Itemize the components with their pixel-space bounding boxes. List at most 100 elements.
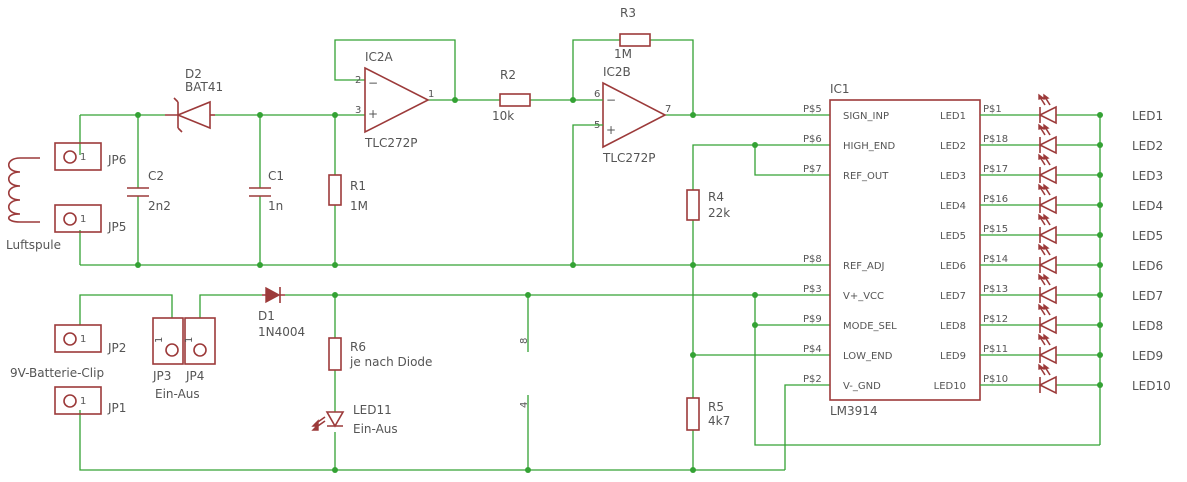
r3-value: 1M bbox=[614, 47, 632, 61]
jp6-pin: 1 bbox=[80, 152, 86, 163]
opamp-ic2a: − + 2 3 1 IC2A TLC272P bbox=[355, 50, 434, 150]
coil-luftspule: Luftspule bbox=[6, 157, 61, 252]
ic1-lm3914: IC1 LM3914 P$5SIGN_INPP$6HIGH_ENDP$7REF_… bbox=[803, 82, 1171, 418]
opamp-ic2b: − + 6 5 7 IC2B TLC272P bbox=[594, 65, 671, 165]
ic1-pin-led10: LED10 bbox=[934, 381, 966, 392]
led-led9 bbox=[1038, 333, 1057, 365]
resistor-r2: R2 10k bbox=[492, 68, 531, 123]
ic1-pin-led8: LED8 bbox=[940, 321, 966, 332]
led-led2 bbox=[1038, 123, 1057, 155]
resistor-r5: R5 4k7 bbox=[686, 397, 730, 431]
ic1-pad-p9: P$9 bbox=[803, 314, 822, 325]
led-led3 bbox=[1038, 153, 1057, 185]
resistor-r3: R3 1M bbox=[614, 6, 651, 61]
c2-label: C2 bbox=[148, 169, 164, 183]
d1-value: 1N4004 bbox=[258, 325, 305, 339]
r4-label: R4 bbox=[708, 190, 724, 204]
led-arrowheads bbox=[1038, 303, 1050, 310]
r1-value: 1M bbox=[350, 199, 368, 213]
led-arrowheads bbox=[1038, 153, 1050, 160]
r5-value: 4k7 bbox=[708, 414, 730, 428]
diode-d2: D2 BAT41 bbox=[165, 67, 223, 133]
ic2-pin4: 4 bbox=[519, 402, 530, 408]
jp5-label: JP5 bbox=[107, 220, 126, 234]
ic2a-label: IC2A bbox=[365, 50, 394, 64]
ic1-pin-led6: LED6 bbox=[940, 261, 966, 272]
r6-label: R6 bbox=[350, 340, 366, 354]
jp6-label: JP6 bbox=[107, 153, 126, 167]
led-symbol bbox=[1038, 375, 1057, 395]
r2-value: 10k bbox=[492, 109, 514, 123]
ic2-power: 8 4 bbox=[519, 338, 530, 408]
ic2a-part: TLC272P bbox=[364, 136, 418, 150]
d2-label: D2 bbox=[185, 67, 202, 81]
diode-d1: D1 1N4004 bbox=[258, 286, 305, 339]
led-label-led1: LED1 bbox=[1132, 109, 1163, 123]
ic2b-plus: + bbox=[606, 123, 616, 137]
ic2b-pin6: 6 bbox=[594, 89, 600, 100]
jumper-jp4: 1 JP4 bbox=[184, 317, 216, 383]
wires bbox=[79, 39, 1101, 471]
ic1-part: LM3914 bbox=[830, 404, 878, 418]
coil-label: Luftspule bbox=[6, 238, 61, 252]
ic1-pad-p14: P$14 bbox=[983, 254, 1008, 265]
d1-label: D1 bbox=[258, 309, 275, 323]
ic1-label: IC1 bbox=[830, 82, 850, 96]
ic2b-label: IC2B bbox=[603, 65, 631, 79]
ic2a-minus: − bbox=[368, 76, 378, 90]
ic1-pad-p17: P$17 bbox=[983, 164, 1008, 175]
ic1-pin-mode-sel: MODE_SEL bbox=[843, 321, 897, 332]
led-label-led5: LED5 bbox=[1132, 229, 1163, 243]
ic2a-pin1: 1 bbox=[428, 89, 434, 100]
c1-value: 1n bbox=[268, 199, 283, 213]
resistor-r4: R4 22k bbox=[686, 189, 730, 221]
jumper-jp2: 1 JP2 bbox=[54, 324, 126, 355]
led-label-led8: LED8 bbox=[1132, 319, 1163, 333]
ic1-pin-led5: LED5 bbox=[940, 231, 966, 242]
jp1-pin: 1 bbox=[80, 396, 86, 407]
led-symbol bbox=[1038, 225, 1057, 245]
r2-label: R2 bbox=[500, 68, 516, 82]
led-led6 bbox=[1038, 243, 1057, 275]
jp2-pin: 1 bbox=[80, 334, 86, 345]
ic1-pin-led7: LED7 bbox=[940, 291, 966, 302]
led-label-led10: LED10 bbox=[1132, 379, 1171, 393]
led-arrowheads bbox=[1038, 93, 1050, 100]
led-led11: LED11 Ein-Aus bbox=[311, 403, 398, 436]
r4-value: 22k bbox=[708, 206, 730, 220]
jumper-jp6: 1 JP6 bbox=[54, 142, 126, 171]
led-label-led7: LED7 bbox=[1132, 289, 1163, 303]
ic1-pad-p13: P$13 bbox=[983, 284, 1008, 295]
ic1-pin-led9: LED9 bbox=[940, 351, 966, 362]
led-label-led9: LED9 bbox=[1132, 349, 1163, 363]
led-arrowheads bbox=[1038, 363, 1050, 370]
capacitor-c1: C1 1n bbox=[249, 169, 284, 213]
led11-value: Ein-Aus bbox=[353, 422, 398, 436]
jp2-label: JP2 bbox=[107, 341, 126, 355]
ic1-pin-v-vcc: V+_VCC bbox=[843, 291, 884, 302]
led-led4 bbox=[1038, 183, 1057, 215]
c2-value: 2n2 bbox=[148, 199, 171, 213]
ic1-left-pins: P$5SIGN_INPP$6HIGH_ENDP$7REF_OUTP$8REF_A… bbox=[803, 104, 897, 392]
led-led5 bbox=[1038, 213, 1057, 245]
led-arrowheads bbox=[1038, 183, 1050, 190]
r3-label: R3 bbox=[620, 6, 636, 20]
c1-label: C1 bbox=[268, 169, 284, 183]
led-led10 bbox=[1038, 363, 1057, 395]
ic1-pad-p18: P$18 bbox=[983, 134, 1008, 145]
led-led8 bbox=[1038, 303, 1057, 335]
ic1-pad-p11: P$11 bbox=[983, 344, 1008, 355]
ic1-pad-p1: P$1 bbox=[983, 104, 1002, 115]
resistor-r1: R1 1M bbox=[328, 174, 368, 213]
jumper-jp3: 1 JP3 bbox=[152, 317, 184, 383]
led-symbol bbox=[1038, 345, 1057, 365]
led-symbol bbox=[1038, 315, 1057, 335]
led11-label: LED11 bbox=[353, 403, 392, 417]
ic1-pin-v-gnd: V-_GND bbox=[843, 381, 881, 392]
ic1-pin-sign-inp: SIGN_INP bbox=[843, 111, 889, 122]
jp4-pin: 1 bbox=[184, 337, 195, 343]
ic1-pin-ref-adj: REF_ADJ bbox=[843, 261, 885, 272]
ic1-pad-p2: P$2 bbox=[803, 374, 822, 385]
